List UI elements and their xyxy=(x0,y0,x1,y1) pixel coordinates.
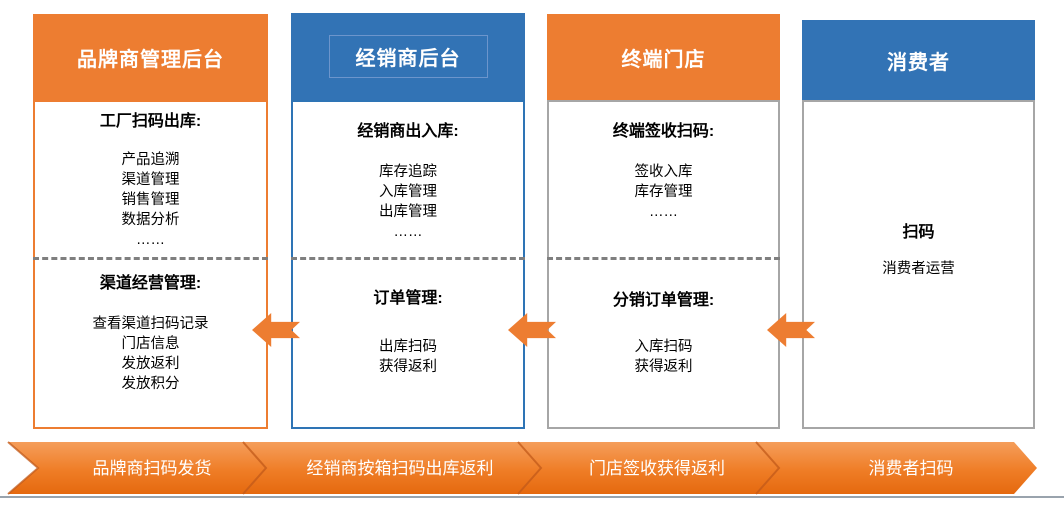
column-header-label: 消费者 xyxy=(887,51,950,74)
banner-segment-label: 品牌商扫码发货 xyxy=(93,459,212,478)
column-header: 消费者 xyxy=(802,20,1035,100)
section-distributor-inout: 经销商出入库: 库存追踪 入库管理 出库管理 …… xyxy=(293,120,523,242)
section-title: 工厂扫码出库: xyxy=(99,113,202,130)
section-title: 扫码 xyxy=(902,224,935,241)
ellipsis-item: …… xyxy=(393,224,423,240)
section-item: 销售管理 xyxy=(121,192,180,208)
section-item: 查看渠道扫码记录 xyxy=(92,316,209,332)
process-banner: 品牌商扫码发货 经销商按箱扫码出库返利 门店签收获得返利 消费者扫码 xyxy=(7,441,1037,495)
column-header-label: 品牌商管理后台 xyxy=(77,48,224,71)
section-item: 消费者运营 xyxy=(882,261,955,277)
section-item: 签收入库 xyxy=(634,164,693,180)
section-item: 获得返利 xyxy=(379,359,437,375)
column-body: 工厂扫码出库: 产品追溯 渠道管理 销售管理 数据分析 …… 渠道经营管理: 查… xyxy=(33,100,268,429)
section-item: 入库扫码 xyxy=(634,339,693,355)
column-header-label: 经销商后台 xyxy=(328,35,488,78)
column-body: 终端签收扫码: 签收入库 库存管理 …… 分销订单管理: 入库扫码 获得返利 xyxy=(547,100,780,429)
banner-segment-label: 消费者扫码 xyxy=(869,459,954,478)
banner-separator-icon xyxy=(755,441,781,495)
ellipsis-item: …… xyxy=(136,232,165,248)
column-header: 经销商后台 xyxy=(291,13,525,100)
section-item: 数据分析 xyxy=(121,212,180,228)
section-item: 发放返利 xyxy=(121,356,180,372)
banner-notch-bevel-icon xyxy=(7,441,40,495)
section-item: 发放积分 xyxy=(121,376,180,392)
dashed-divider xyxy=(33,257,268,260)
dashed-divider xyxy=(291,257,525,260)
section-order-management: 订单管理: 出库扫码 获得返利 xyxy=(293,287,523,377)
section-item: 门店信息 xyxy=(121,336,180,352)
section-title: 终端签收扫码: xyxy=(612,123,715,140)
section-factory-outbound: 工厂扫码出库: 产品追溯 渠道管理 销售管理 数据分析 …… xyxy=(35,110,266,250)
column-distributor-backend: 经销商后台 经销商出入库: 库存追踪 入库管理 出库管理 …… 订单管理: 出库… xyxy=(291,0,525,440)
banner-separator-icon xyxy=(517,441,543,495)
section-item: 渠道管理 xyxy=(121,172,180,188)
section-title: 经销商出入库: xyxy=(357,123,459,140)
column-header-label: 终端门店 xyxy=(621,48,706,71)
section-title: 分销订单管理: xyxy=(612,292,715,309)
column-brand-backend: 品牌商管理后台 工厂扫码出库: 产品追溯 渠道管理 销售管理 数据分析 …… 渠… xyxy=(33,0,268,440)
column-consumer: 消费者 扫码 消费者运营 xyxy=(802,0,1035,440)
banner-segment-label: 经销商按箱扫码出库返利 xyxy=(307,459,494,478)
section-distribution-order: 分销订单管理: 入库扫码 获得返利 xyxy=(549,289,778,377)
section-item: 入库管理 xyxy=(379,184,437,200)
bottom-rule xyxy=(0,496,1064,498)
section-item: 产品追溯 xyxy=(121,152,180,168)
column-header: 品牌商管理后台 xyxy=(33,14,268,100)
column-body: 扫码 消费者运营 xyxy=(802,100,1035,429)
section-item: 库存管理 xyxy=(634,184,693,200)
column-header: 终端门店 xyxy=(547,14,780,100)
banner-segment-label: 门店签收获得返利 xyxy=(589,459,725,478)
section-channel-management: 渠道经营管理: 查看渠道扫码记录 门店信息 发放返利 发放积分 xyxy=(35,272,266,394)
ellipsis-item: …… xyxy=(649,204,678,220)
section-item: 获得返利 xyxy=(634,359,693,375)
banner-separator-icon xyxy=(242,441,268,495)
section-consumer: 扫码 消费者运营 xyxy=(804,221,1033,279)
column-body: 经销商出入库: 库存追踪 入库管理 出库管理 …… 订单管理: 出库扫码 获得返… xyxy=(291,100,525,429)
dashed-divider xyxy=(547,257,780,260)
column-terminal-store: 终端门店 终端签收扫码: 签收入库 库存管理 …… 分销订单管理: 入库扫码 获… xyxy=(547,0,780,440)
section-terminal-sign: 终端签收扫码: 签收入库 库存管理 …… xyxy=(549,120,778,222)
section-item: 出库管理 xyxy=(379,204,437,220)
section-title: 渠道经营管理: xyxy=(99,275,202,292)
section-item: 出库扫码 xyxy=(379,339,437,355)
section-title: 订单管理: xyxy=(373,290,443,307)
banner-band xyxy=(8,442,1037,494)
section-item: 库存追踪 xyxy=(379,164,437,180)
